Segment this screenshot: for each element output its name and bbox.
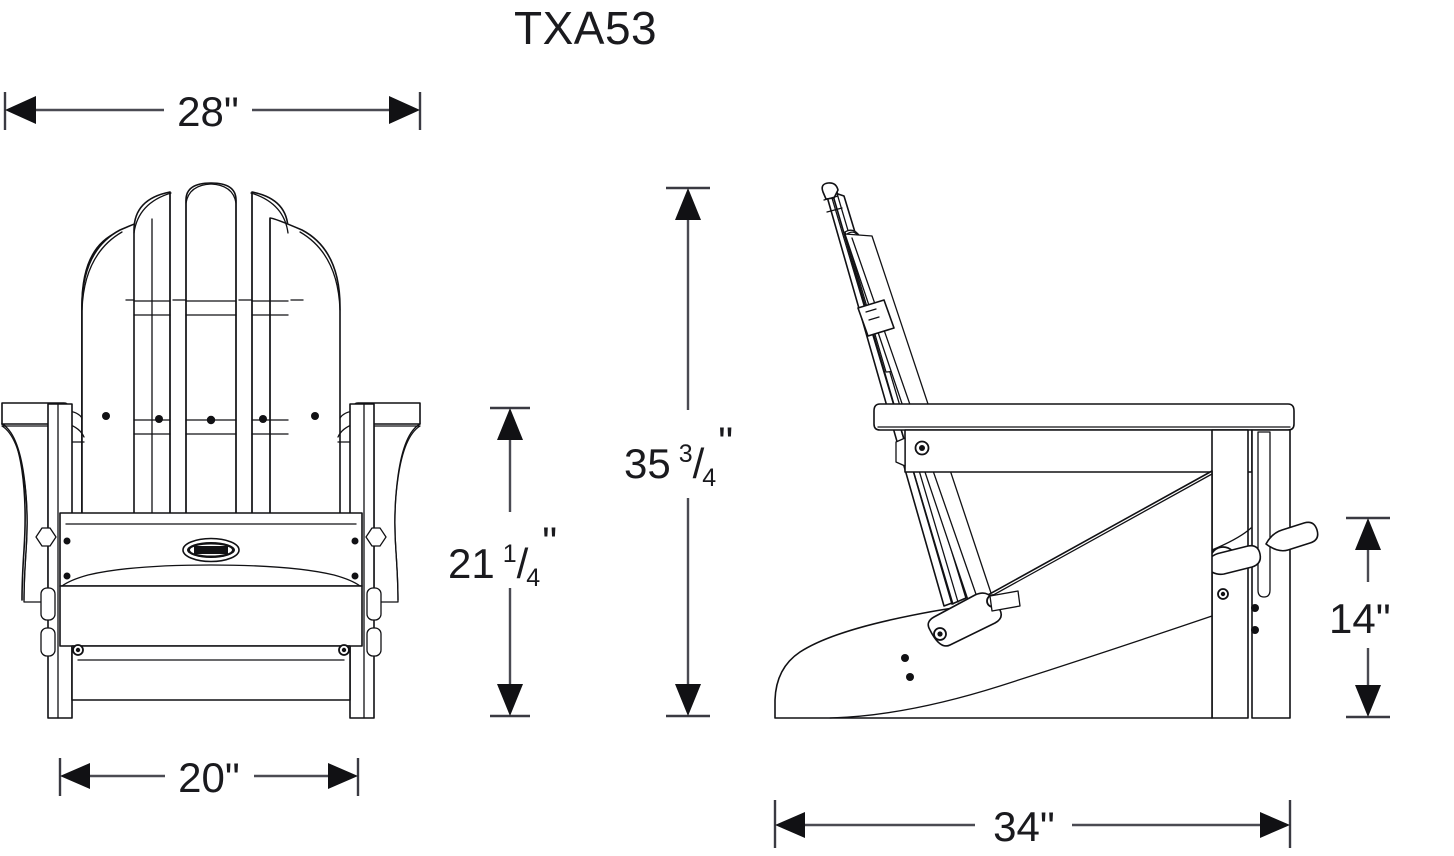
dim-35-frac-den: 4 <box>702 464 716 492</box>
front-apron-lower <box>59 585 363 647</box>
dimension-34-inch: 34" <box>773 800 1292 850</box>
dim-21-arrow-top <box>497 408 523 440</box>
dimension-20-inch: 20" <box>58 754 360 801</box>
back-slat-right-arc <box>299 231 341 311</box>
dim-21-unit: " <box>542 518 557 565</box>
dim-14-arrow-bottom <box>1355 685 1381 717</box>
stretcher-bolt-left-core <box>75 647 81 653</box>
dim-35-arrow-bottom <box>675 684 701 716</box>
screw-hole-slat-4 <box>259 415 267 423</box>
seat-rail-connector <box>989 590 1021 612</box>
seat-slat-5 <box>1265 521 1319 552</box>
dim-35-arrow-top <box>675 188 701 220</box>
side-back-rail-cap-line <box>823 195 839 201</box>
dim-34-arrow-right <box>1260 812 1290 838</box>
dim-28-arrow-right <box>389 96 420 124</box>
screw-hole-slat-3 <box>206 415 216 425</box>
side-rear-leg-slot <box>1257 431 1271 598</box>
seat-slat-4 <box>1203 544 1262 576</box>
apron-screw-bl <box>63 572 71 580</box>
front-seat-curve <box>61 564 361 587</box>
back-slat-right-mid-arc <box>250 192 289 234</box>
side-brace-mark-1 <box>865 308 877 313</box>
dim-21-arrow-bottom <box>497 684 523 716</box>
dim-21-whole: 21 <box>448 540 495 587</box>
apron-screw-tr <box>351 537 359 545</box>
leg-left-hex-bolt <box>35 527 57 547</box>
screw-hole-slat-2 <box>155 415 163 423</box>
side-rail-upper-edge <box>967 473 1213 610</box>
screw-hole-slat-1 <box>102 412 110 420</box>
dim-21-frac-num: 1 <box>503 540 517 568</box>
side-arm-apron <box>904 429 1253 473</box>
dim-14-arrow-top <box>1355 518 1381 550</box>
arm-left-bracket-curve <box>1 423 28 601</box>
side-brace-mark-2 <box>868 316 880 321</box>
leg-right-hex-bolt <box>365 527 387 547</box>
side-view-chair <box>774 182 1319 719</box>
dim-20-arrow-left <box>60 763 90 789</box>
side-arm-rest <box>873 403 1295 431</box>
side-back-rail-cap <box>821 182 839 200</box>
back-slat-right-outer <box>269 217 341 553</box>
logo-badge <box>182 537 240 563</box>
side-rail-hole-2 <box>906 673 914 681</box>
back-slat-center <box>185 182 237 553</box>
dim-35-frac-num: 3 <box>679 440 693 468</box>
dim-28-label: 28" <box>177 88 239 135</box>
screw-hole-slat-5 <box>311 412 319 420</box>
stretcher-bolt-right-core <box>341 647 347 653</box>
dim-35-unit: " <box>718 418 733 465</box>
arm-right-bracket-curve <box>394 423 421 601</box>
side-back-rail-ridge <box>826 207 843 213</box>
side-rail-lower-curve <box>829 615 1213 719</box>
apron-screw-br <box>351 572 359 580</box>
dim-34-arrow-left <box>775 812 805 838</box>
arm-bolt-front-core <box>919 445 925 451</box>
leg-right-pad-upper <box>366 587 382 621</box>
knee-bolt-lower-core <box>937 631 943 637</box>
dim-20-label: 20" <box>178 754 240 801</box>
apron-screw-tl <box>63 537 71 545</box>
dim-20-arrow-right <box>328 763 358 789</box>
front-view-chair <box>1 182 421 719</box>
back-slat-left-mid-arc <box>133 192 172 234</box>
rear-leg-hole-1 <box>1251 604 1259 612</box>
back-slat-center-arc-right <box>210 183 237 204</box>
leg-right-pad-lower <box>366 627 382 657</box>
leg-left-pad-lower <box>40 627 56 657</box>
rear-leg-hole-2 <box>1251 626 1259 634</box>
rear-leg-screw-core <box>1220 591 1226 597</box>
dim-28-arrow-left <box>5 96 36 124</box>
side-back-rail-line-1 <box>828 187 954 605</box>
dimension-14-inch: 14" <box>1329 516 1391 719</box>
page-title: TXA53 <box>514 2 657 54</box>
side-rail-hole-1 <box>901 654 909 662</box>
dim-14-label: 14" <box>1329 595 1391 642</box>
dim-34-label: 34" <box>993 803 1055 850</box>
front-stretcher <box>71 645 351 701</box>
dim-35-whole: 35 <box>624 440 671 487</box>
dimension-28-inch: 28" <box>3 88 422 135</box>
back-slat-center-arc-left <box>185 183 212 204</box>
dim-21-frac-den: 4 <box>526 564 540 592</box>
leg-left-pad-upper <box>40 587 56 621</box>
side-arm-apron-nose <box>895 437 906 467</box>
back-slat-left-arc <box>81 231 123 311</box>
